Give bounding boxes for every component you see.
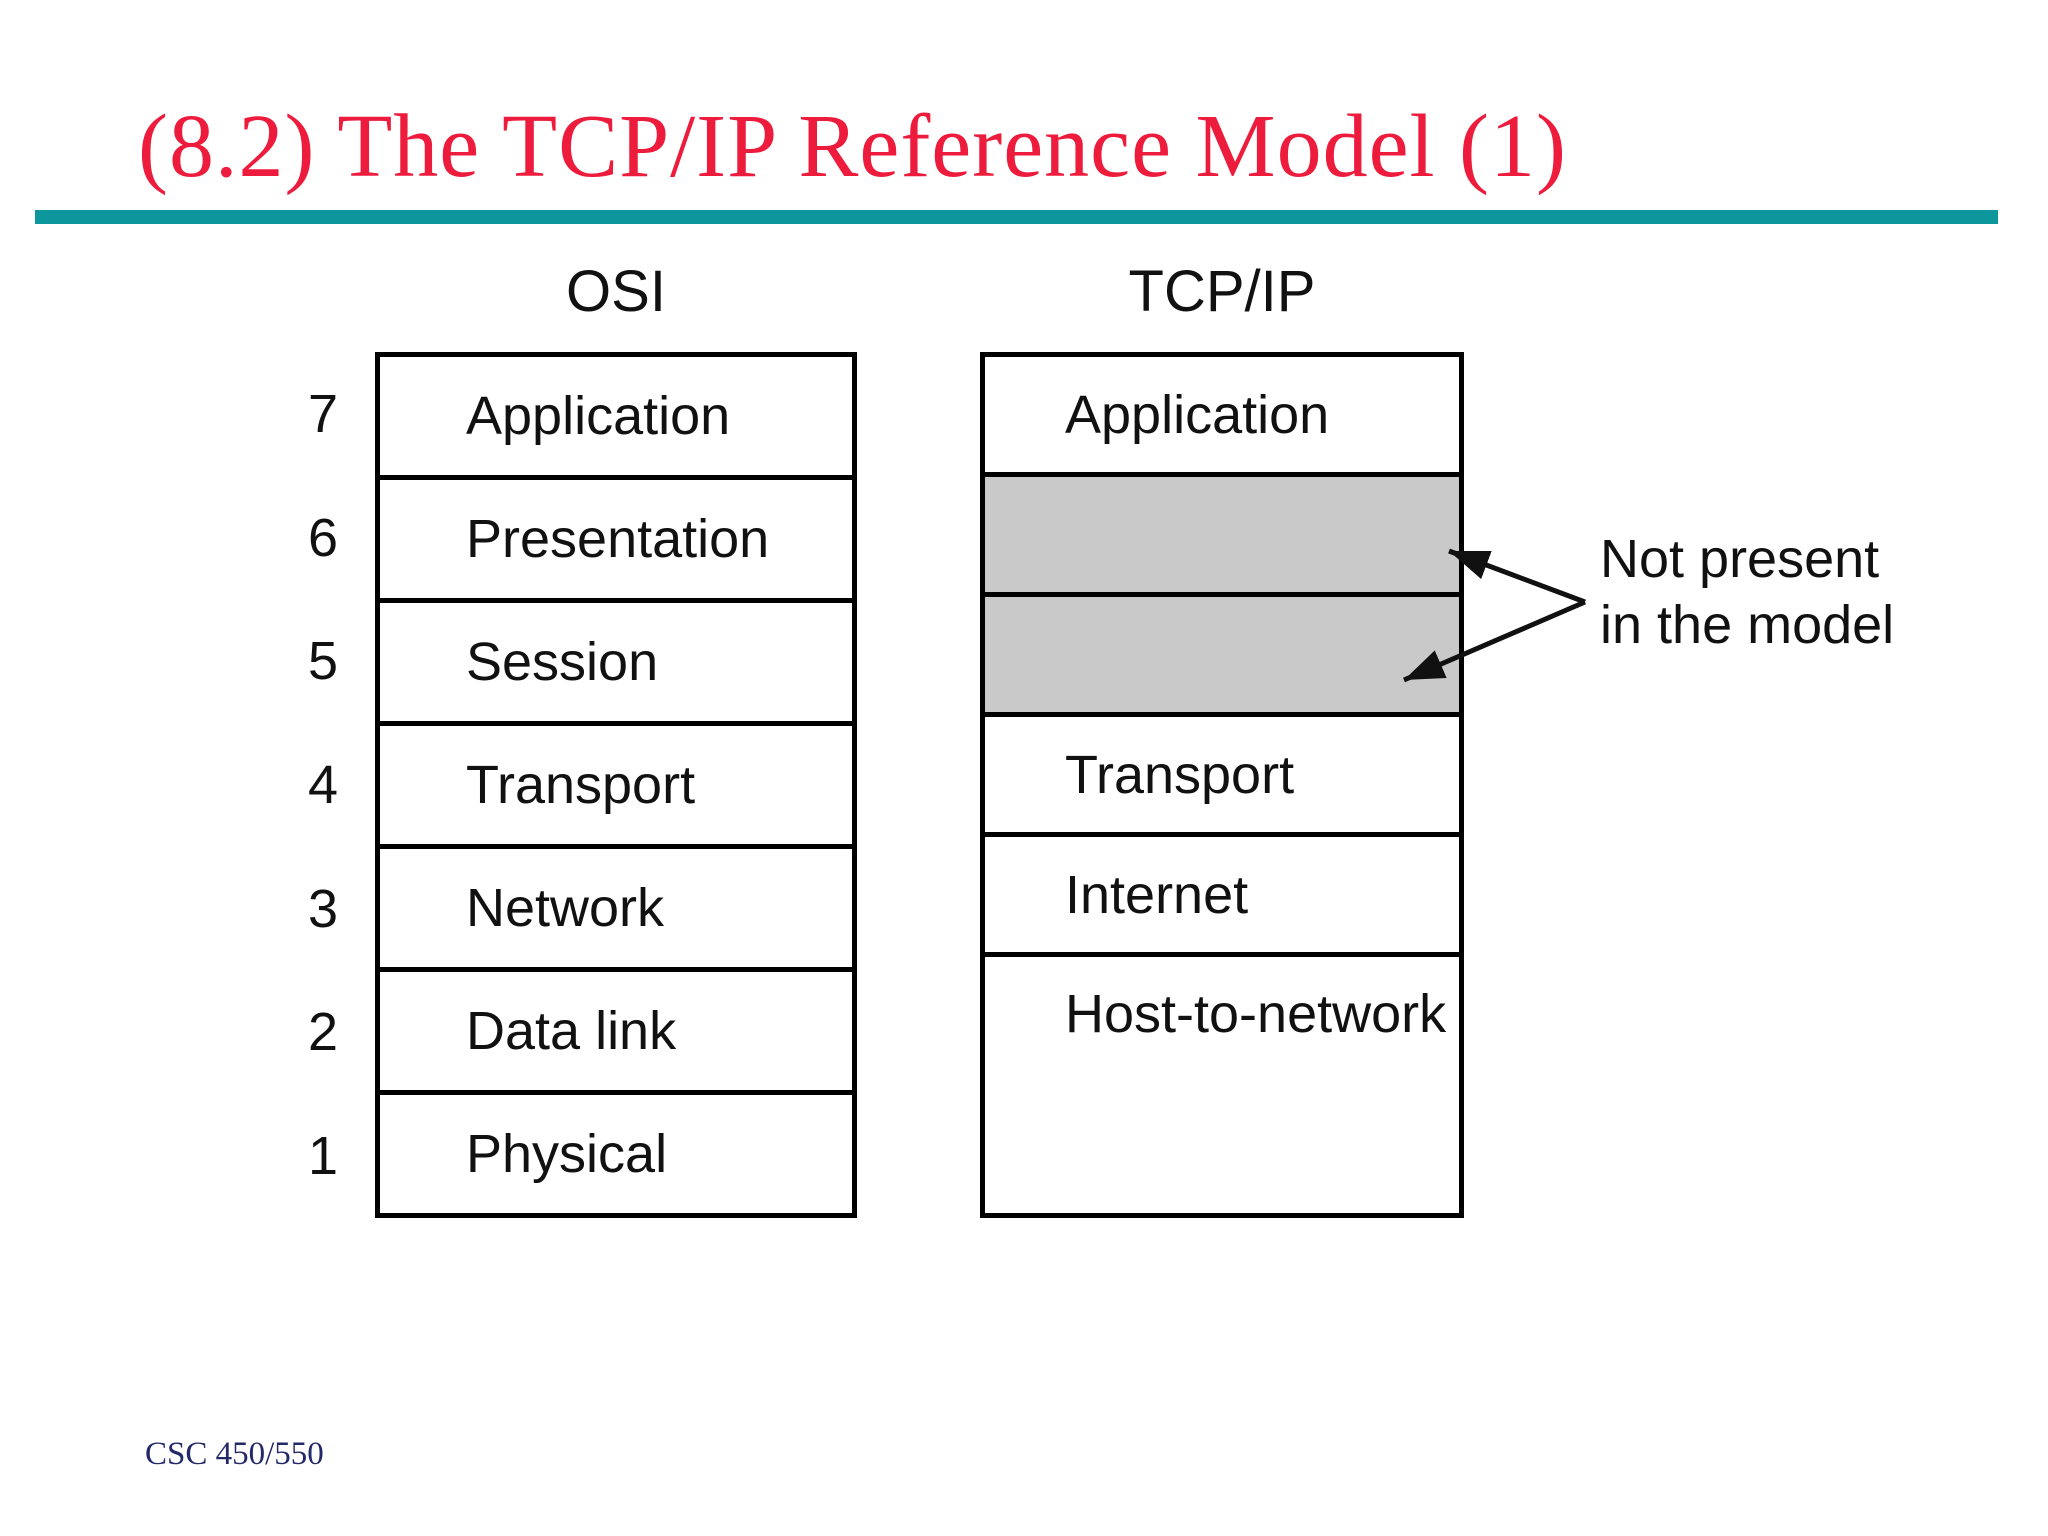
osi-layer-numbers: 7 6 5 4 3 2 1 <box>220 352 338 1218</box>
osi-layer-row: Application <box>380 357 852 475</box>
osi-stack-box: Application Presentation Session Transpo… <box>375 352 857 1218</box>
course-footer: CSC 450/550 <box>145 1436 324 1472</box>
tcpip-column-header: TCP/IP <box>1128 259 1316 324</box>
tcpip-stack-box: Application Transport Internet Host-to-n… <box>980 352 1464 1218</box>
osi-layer-label: Physical <box>466 1124 668 1184</box>
osi-layer-number: 4 <box>307 755 338 816</box>
osi-layer-row: Transport <box>380 721 852 844</box>
tcpip-missing-layer-cell <box>985 592 1459 712</box>
osi-layer-label: Session <box>466 632 659 692</box>
not-present-annotation: Not present in the model <box>1600 526 1894 658</box>
tcpip-layer-row: Internet <box>985 832 1459 952</box>
title-underline-rule <box>35 210 1998 224</box>
osi-layer-row: Physical <box>380 1090 852 1213</box>
osi-layer-row: Data link <box>380 967 852 1090</box>
osi-layer-number: 5 <box>307 631 338 692</box>
osi-layer-number: 1 <box>307 1126 338 1187</box>
slide-title: (8.2) The TCP/IP Reference Model (1) <box>138 97 1567 196</box>
osi-layer-number: 2 <box>307 1002 338 1063</box>
osi-layer-number: 6 <box>307 507 338 568</box>
not-present-line1: Not present <box>1600 529 1880 589</box>
osi-layer-row: Network <box>380 844 852 967</box>
tcpip-layer-row: Host-to-network <box>985 952 1459 1213</box>
osi-column-header: OSI <box>566 259 666 324</box>
osi-layer-row: Presentation <box>380 475 852 598</box>
tcpip-layer-label: Transport <box>1065 744 1295 805</box>
osi-layer-number: 3 <box>307 878 338 939</box>
osi-layer-row: Session <box>380 598 852 721</box>
tcpip-layer-label: Host-to-network <box>1065 984 1447 1044</box>
osi-layer-label: Transport <box>466 755 696 815</box>
tcpip-layer-row: Transport <box>985 712 1459 832</box>
arrow-to-upper-missing-cell <box>1448 548 1586 605</box>
osi-layer-number: 7 <box>307 383 338 444</box>
osi-layer-label: Network <box>466 878 665 938</box>
osi-layer-label: Application <box>466 386 731 446</box>
tcpip-layer-label: Internet <box>1065 864 1249 925</box>
osi-layer-label: Presentation <box>466 509 770 569</box>
tcpip-layer-row: Application <box>985 357 1459 472</box>
not-present-line2: in the model <box>1600 595 1895 655</box>
tcpip-layer-label: Application <box>1065 384 1330 445</box>
tcpip-missing-layer-cell <box>985 472 1459 592</box>
osi-layer-label: Data link <box>466 1001 677 1061</box>
